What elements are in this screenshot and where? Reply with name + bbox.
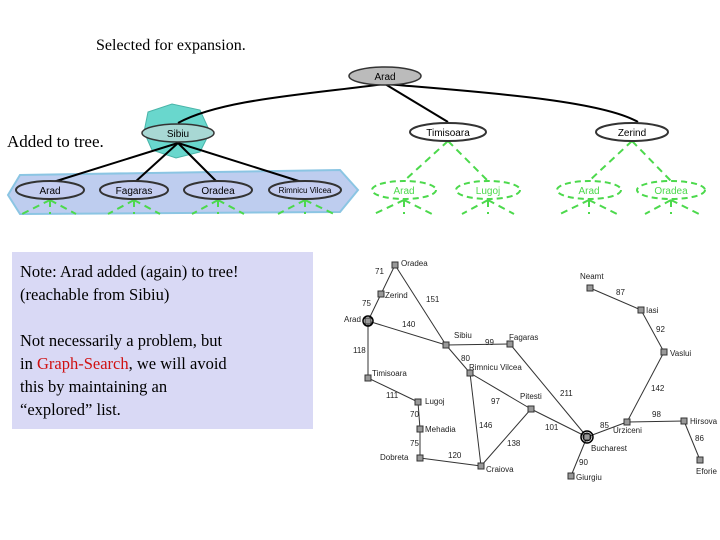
city-label: Bucharest — [591, 444, 628, 453]
city-label: Vaslui — [670, 349, 691, 358]
distance-label: 118 — [353, 346, 366, 355]
tree-node-label: Fagaras — [116, 186, 153, 197]
distance-label: 70 — [410, 410, 419, 419]
distance-label: 71 — [375, 267, 384, 276]
tree-node-timisoara: Timisoara — [409, 122, 487, 142]
tree-edges — [49, 83, 639, 184]
graph-search-highlight: Graph-Search — [36, 354, 129, 373]
note-line: Note: Arad added (again) to tree! — [20, 262, 239, 281]
city-label: Arad — [344, 315, 361, 324]
note-box: Note: Arad added (again) to tree! (reach… — [12, 252, 313, 429]
city-label: Zerind — [385, 291, 408, 300]
note-text: , we will avoid — [128, 354, 227, 373]
tree-node-sibiu: Sibiu — [141, 123, 215, 143]
city-label: Dobreta — [380, 453, 409, 462]
distance-label: 92 — [656, 325, 665, 334]
city-label: Craiova — [486, 465, 514, 474]
tree-node-label: Arad — [374, 72, 395, 83]
frontier-dashed-edges — [21, 140, 700, 215]
distance-label: 211 — [560, 389, 573, 398]
distance-label: 75 — [362, 299, 371, 308]
tree-node-label: Lugoj — [476, 186, 500, 197]
city-label: Neamt — [580, 272, 604, 281]
tree-node-zerind: Zerind — [595, 122, 669, 142]
city-label: Urziceni — [613, 426, 642, 435]
tree-node-label: Oradea — [201, 186, 235, 197]
city-label: Iasi — [646, 306, 659, 315]
tree-node-label: Timisoara — [426, 128, 470, 139]
distance-label: 151 — [426, 295, 440, 304]
tree-node-label: Sibiu — [167, 129, 189, 140]
tree-node-sibiu-arad: Arad — [15, 180, 85, 200]
map-distance-labels: 71 75 151 140 118 99 80 111 70 75 120 14… — [353, 267, 704, 467]
tree-node-timisoara-arad: Arad — [371, 180, 437, 200]
tree-node-label: Rimnicu Vilcea — [279, 186, 332, 195]
city-label: Eforie — [696, 467, 717, 476]
distance-label: 120 — [448, 451, 462, 460]
map-city-labels: Oradea Zerind Arad Sibiu Fagaras Timisoa… — [344, 259, 718, 482]
distance-label: 85 — [600, 421, 609, 430]
city-label: Timisoara — [372, 369, 407, 378]
romania-map: Oradea Zerind Arad Sibiu Fagaras Timisoa… — [344, 259, 718, 482]
selected-for-expansion-caption: Selected for expansion. — [96, 37, 246, 54]
distance-label: 87 — [616, 288, 625, 297]
distance-label: 140 — [402, 320, 416, 329]
tree-node-zerind-arad: Arad — [556, 180, 622, 200]
expanded-frontier-blob — [6, 168, 360, 216]
tree-node-arad-root: Arad — [348, 66, 422, 86]
distance-label: 75 — [410, 439, 419, 448]
note-text: in — [20, 354, 37, 373]
distance-label: 97 — [491, 397, 500, 406]
tree-node-timisoara-lugoj: Lugoj — [455, 180, 521, 200]
city-label: Mehadia — [425, 425, 456, 434]
city-label: Hirsova — [690, 417, 718, 426]
city-label: Lugoj — [425, 397, 445, 406]
map-city-markers — [362, 261, 704, 480]
city-label: Giurgiu — [576, 473, 602, 482]
city-label: Oradea — [401, 259, 428, 268]
distance-label: 98 — [652, 410, 661, 419]
distance-label: 86 — [695, 434, 704, 443]
note-line: (reachable from Sibiu) — [20, 285, 170, 304]
note-line: “explored” list. — [20, 400, 121, 419]
distance-label: 90 — [579, 458, 588, 467]
added-to-tree-caption: Added to tree. — [7, 132, 104, 151]
distance-label: 138 — [507, 439, 521, 448]
city-label: Rimnicu Vilcea — [469, 363, 522, 372]
note-line: this by maintaining an — [20, 377, 168, 396]
distance-label: 101 — [545, 423, 559, 432]
tree-node-sibiu-oradea: Oradea — [183, 180, 253, 200]
tree-node-sibiu-fagaras: Fagaras — [99, 180, 169, 200]
distance-label: 99 — [485, 338, 494, 347]
map-roads — [367, 264, 701, 477]
note-line-graph-search: in Graph-Search, we will avoid — [20, 352, 305, 375]
distance-label: 111 — [386, 391, 399, 400]
city-label: Sibiu — [454, 331, 472, 340]
tree-node-label: Arad — [578, 186, 599, 197]
tree-node-zerind-oradea: Oradea — [636, 180, 706, 200]
tree-node-label: Zerind — [618, 128, 646, 139]
note-line: Not necessarily a problem, but — [20, 331, 223, 350]
city-label: Fagaras — [509, 333, 538, 342]
tree-node-label: Arad — [393, 186, 414, 197]
distance-label: 80 — [461, 354, 470, 363]
tree-node-label: Arad — [39, 186, 60, 197]
distance-label: 146 — [479, 421, 493, 430]
note-spacer — [20, 306, 305, 329]
tree-node-label: Oradea — [654, 186, 688, 197]
distance-label: 142 — [651, 384, 665, 393]
city-label: Pitesti — [520, 392, 542, 401]
tree-node-sibiu-rimnicu-vilcea: Rimnicu Vilcea — [268, 180, 342, 200]
